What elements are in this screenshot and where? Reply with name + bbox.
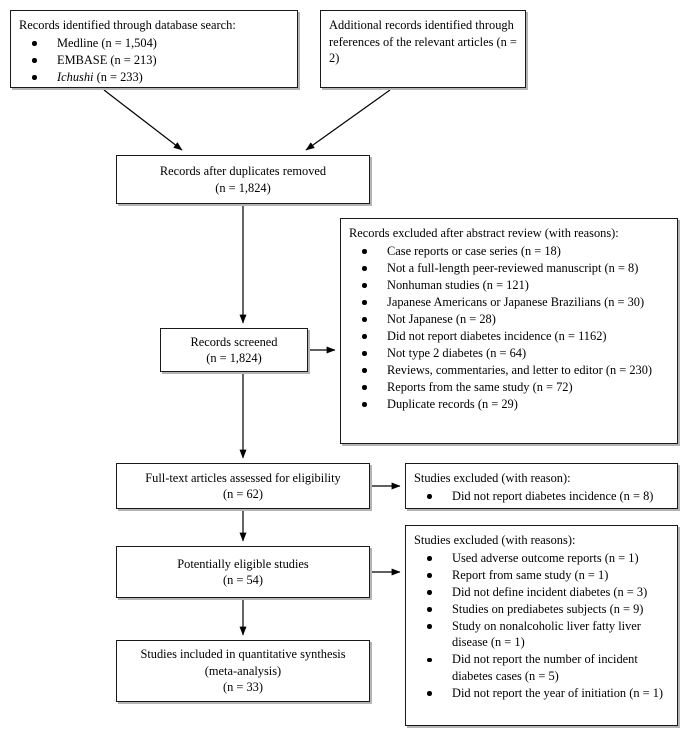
box-excluded-abstract-header: Records excluded after abstract review (…: [349, 226, 619, 240]
box-additional-text: Additional records identified through re…: [329, 18, 517, 65]
list-item: Studies on prediabetes subjects (n = 9): [414, 601, 669, 618]
box-duplicates-line1: Records after duplicates removed: [159, 164, 327, 178]
box-screened-line1: Records screened: [190, 334, 278, 349]
box-studies-included-quantitative-synthesis: Studies included in quantitative synthes…: [116, 640, 370, 702]
box-included-line2: (meta-analysis): [204, 663, 282, 678]
box-database-list: Medline (n = 1,504) EMBASE (n = 213) Ich…: [19, 35, 289, 86]
box-studies-excluded-fulltext: Studies excluded (with reason): Did not …: [405, 463, 678, 509]
box-fulltext-line2: (n = 62): [222, 487, 264, 501]
journal-name-ichushi: Ichushi: [57, 69, 94, 84]
list-item: Case reports or case series (n = 18): [349, 243, 669, 260]
list-item: Reports from the same study (n = 72): [349, 379, 669, 396]
list-item: Medline (n = 1,504): [19, 35, 289, 52]
box-included-line1: Studies included in quantitative synthes…: [140, 647, 346, 662]
box-included-line3: (n = 33): [222, 680, 264, 695]
list-item: Used adverse outcome reports (n = 1): [414, 550, 669, 567]
box-excluded-eligible-list: Used adverse outcome reports (n = 1) Rep…: [414, 550, 669, 702]
box-fulltext-line1: Full-text articles assessed for eligibil…: [145, 470, 341, 485]
list-item: Japanese Americans or Japanese Brazilian…: [349, 294, 669, 311]
box-excluded-abstract-list: Case reports or case series (n = 18) Not…: [349, 243, 669, 413]
box-eligible-line2: (n = 54): [222, 573, 264, 587]
box-excluded-fulltext-header: Studies excluded (with reason):: [414, 471, 571, 485]
list-item: Study on nonalcoholic liver fatty liver …: [414, 618, 669, 651]
box-studies-excluded-eligible: Studies excluded (with reasons): Used ad…: [405, 525, 678, 726]
connector-database-to-duplicates: [103, 89, 183, 151]
box-records-after-duplicates-removed: Records after duplicates removed (n = 1,…: [116, 155, 370, 204]
list-item: Not type 2 diabetes (n = 64): [349, 345, 669, 362]
list-item: Reviews, commentaries, and letter to edi…: [349, 362, 669, 379]
box-records-identified-database: Records identified through database sear…: [10, 10, 298, 88]
list-item: Not a full-length peer-reviewed manuscri…: [349, 260, 669, 277]
box-fulltext-articles-assessed: Full-text articles assessed for eligibil…: [116, 463, 370, 509]
list-item: Did not report the year of initiation (n…: [414, 685, 669, 702]
box-potentially-eligible-studies: Potentially eligible studies (n = 54): [116, 546, 370, 598]
list-item: Did not define incident diabetes (n = 3): [414, 584, 669, 601]
list-item: Ichushi (n = 233): [19, 69, 289, 86]
journal-count-ichushi: (n = 233): [93, 69, 143, 84]
list-item: Not Japanese (n = 28): [349, 311, 669, 328]
list-item: Duplicate records (n = 29): [349, 396, 669, 413]
list-item: Did not report diabetes incidence (n = 8…: [414, 488, 669, 505]
box-records-excluded-abstract-review: Records excluded after abstract review (…: [340, 218, 678, 444]
box-eligible-line1: Potentially eligible studies: [177, 556, 309, 571]
box-additional-records: Additional records identified through re…: [320, 10, 526, 88]
box-excluded-eligible-header: Studies excluded (with reasons):: [414, 533, 576, 547]
box-excluded-fulltext-list: Did not report diabetes incidence (n = 8…: [414, 488, 669, 505]
box-duplicates-line2: (n = 1,824): [215, 180, 271, 195]
list-item: EMBASE (n = 213): [19, 52, 289, 69]
box-screened-line2: (n = 1,824): [206, 351, 262, 365]
box-records-screened: Records screened (n = 1,824): [160, 328, 308, 372]
connector-additional-to-duplicates: [305, 89, 391, 151]
list-item: Did not report the number of incident di…: [414, 651, 669, 684]
list-item: Did not report diabetes incidence (n = 1…: [349, 328, 669, 345]
list-item: Report from same study (n = 1): [414, 567, 669, 584]
list-item: Nonhuman studies (n = 121): [349, 277, 669, 294]
box-database-header: Records identified through database sear…: [19, 18, 236, 32]
